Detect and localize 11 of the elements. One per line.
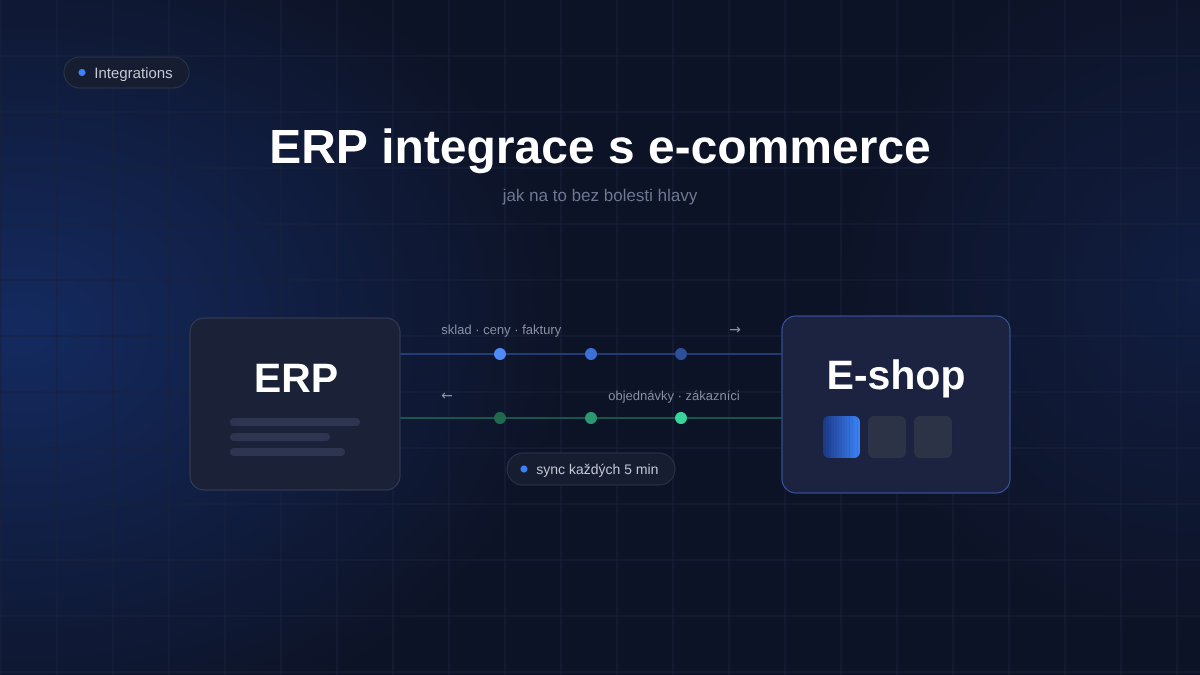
direction-arrow: ← [441,392,453,399]
pill: Integrations [63,56,190,89]
edge-label: sklad · ceny · faktury [441,324,562,337]
connector-line [399,353,783,355]
connector-line [399,417,783,419]
subtitle: jak na to bez bolesti hlavy [502,188,698,205]
pill: sync každých 5 min [506,452,676,486]
title: ERP integrace s e-commerce [272,128,930,174]
edge-label: objednávky · zákazníci [608,390,739,403]
direction-arrow: → [729,326,741,333]
card: ERP [189,317,401,491]
